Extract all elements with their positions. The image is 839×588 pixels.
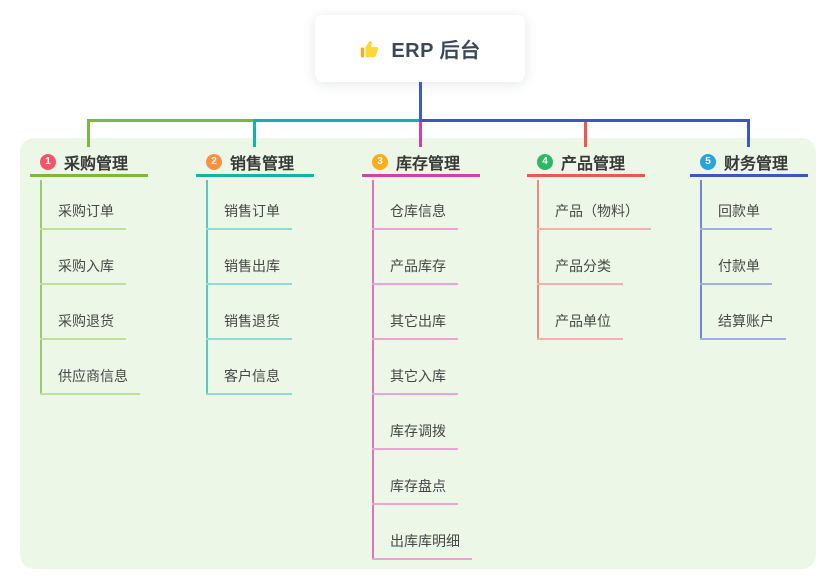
child-node[interactable]: 出库库明细	[372, 532, 472, 560]
branch-drop-line	[419, 119, 422, 147]
child-node[interactable]: 采购退货	[40, 312, 126, 340]
root-stem-line	[419, 82, 422, 122]
branch-label: 产品管理	[561, 155, 626, 173]
child-node[interactable]: 库存调拨	[372, 422, 458, 450]
child-node[interactable]: 产品（物料）	[537, 202, 651, 230]
child-node[interactable]: 采购订单	[40, 202, 126, 230]
child-node[interactable]: 其它出库	[372, 312, 458, 340]
branch-number-badge: 3	[372, 153, 388, 170]
root-title: ERP 后台	[391, 40, 481, 62]
child-node[interactable]: 其它入库	[372, 367, 458, 395]
bus-segment	[88, 119, 256, 122]
branch-header-4[interactable]: 4 产品管理	[527, 149, 645, 177]
branch-header-2[interactable]: 2 销售管理	[196, 149, 314, 177]
branch-number-badge: 4	[537, 153, 553, 170]
child-node[interactable]: 客户信息	[206, 367, 292, 395]
bus-segment	[253, 119, 421, 122]
bus-segment	[419, 119, 750, 122]
branch-label: 财务管理	[724, 155, 789, 173]
child-node[interactable]: 付款单	[700, 257, 772, 285]
child-node[interactable]: 回款单	[700, 202, 772, 230]
child-node[interactable]: 销售退货	[206, 312, 292, 340]
branch-number-badge: 5	[700, 153, 716, 170]
child-node[interactable]: 仓库信息	[372, 202, 458, 230]
branch-trunk-line	[40, 180, 42, 395]
child-node[interactable]: 产品库存	[372, 257, 458, 285]
child-node[interactable]: 库存盘点	[372, 477, 458, 505]
branch-drop-line	[87, 119, 90, 147]
branches-panel	[20, 138, 816, 569]
child-node[interactable]: 产品单位	[537, 312, 623, 340]
branch-drop-line	[584, 119, 587, 147]
branch-label: 采购管理	[64, 155, 129, 173]
branch-header-3[interactable]: 3 库存管理	[362, 149, 480, 177]
child-node[interactable]: 供应商信息	[40, 367, 140, 395]
root-node[interactable]: ERP 后台	[315, 15, 525, 82]
child-node[interactable]: 结算账户	[700, 312, 786, 340]
branch-drop-line	[253, 119, 256, 147]
branch-label: 销售管理	[230, 155, 295, 173]
child-node[interactable]: 销售订单	[206, 202, 292, 230]
branch-label: 库存管理	[396, 155, 461, 173]
branch-number-badge: 1	[40, 153, 56, 170]
child-node[interactable]: 销售出库	[206, 257, 292, 285]
child-node[interactable]: 产品分类	[537, 257, 623, 285]
branch-trunk-line	[537, 180, 539, 340]
branch-drop-line	[747, 119, 750, 147]
branch-trunk-line	[206, 180, 208, 395]
branch-trunk-line	[700, 180, 702, 340]
branch-header-5[interactable]: 5 财务管理	[690, 149, 808, 177]
branch-trunk-line	[372, 180, 374, 560]
thumbs-up-icon	[359, 38, 381, 60]
branch-header-1[interactable]: 1 采购管理	[30, 149, 148, 177]
branch-number-badge: 2	[206, 153, 222, 170]
child-node[interactable]: 采购入库	[40, 257, 126, 285]
